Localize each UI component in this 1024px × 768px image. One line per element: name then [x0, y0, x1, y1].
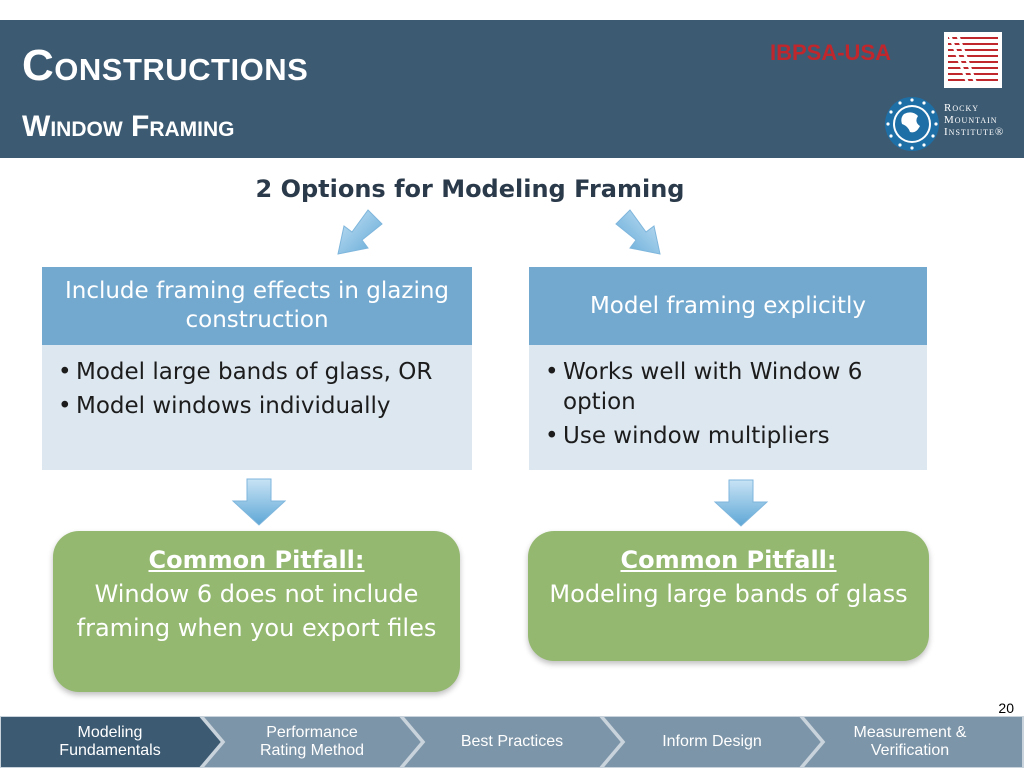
page-subtitle: Window Framing [22, 110, 235, 143]
pitfall-box-2: Common Pitfall: Modeling large bands of … [528, 531, 929, 661]
arrow-down-right-icon [615, 209, 661, 255]
ibpsa-logo-icon [944, 32, 1002, 88]
arrow-down-left-icon [337, 209, 383, 255]
section-nav-bar [0, 716, 1024, 768]
title-banner [0, 20, 1024, 158]
pitfall-heading: Common Pitfall: [620, 546, 837, 574]
ibpsa-logo-text: IBPSA-USA [770, 40, 892, 65]
nav-tab-measurement-verification[interactable]: Measurement &Verification [853, 724, 967, 759]
pitfall-heading: Common Pitfall: [148, 546, 365, 574]
pitfall-text: Window 6 does not include framing when y… [76, 580, 437, 642]
option-card-title: Include framing effects in glazing const… [42, 267, 472, 345]
option-card-body: Works well with Window 6 option Use wind… [529, 345, 927, 470]
nav-tab-best-practices[interactable]: Best Practices [460, 733, 564, 750]
option-card-1: Include framing effects in glazing const… [42, 267, 472, 470]
option-card-title: Model framing explicitly [529, 267, 927, 345]
list-item: Model large bands of glass, OR [58, 357, 450, 387]
option-card-body: Model large bands of glass, OR Model win… [42, 345, 472, 470]
section-heading: 2 Options for Modeling Framing [255, 175, 685, 203]
list-item: Use window multipliers [545, 421, 905, 451]
nav-tab-inform-design[interactable]: Inform Design [662, 733, 762, 750]
arrow-down-icon [231, 478, 287, 526]
pitfall-box-1: Common Pitfall: Window 6 does not includ… [53, 531, 460, 692]
option-card-2: Model framing explicitly Works well with… [529, 267, 927, 470]
rmi-logo-text: Rocky Mountain Institute® [944, 102, 1005, 138]
list-item: Works well with Window 6 option [545, 357, 905, 417]
page-number: 20 [998, 700, 1014, 716]
page-title: Constructions [22, 41, 309, 90]
rmi-globe-logo-icon [885, 97, 939, 151]
pitfall-text: Modeling large bands of glass [549, 580, 908, 608]
arrow-down-icon [713, 479, 769, 527]
list-item: Model windows individually [58, 391, 450, 421]
